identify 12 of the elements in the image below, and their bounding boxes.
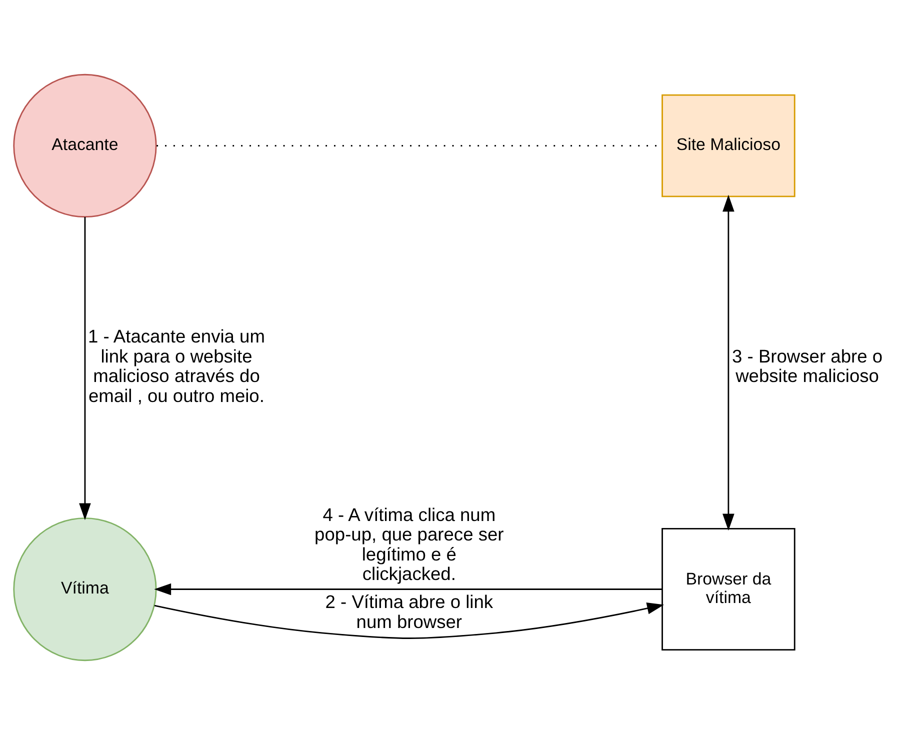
edge-label: 1 - Atacante envia um link para o website malicioso através do email , ou outro meio. — [88, 326, 265, 406]
edge-label: 4 - A vítima clica num pop-up, que parece ser legítimo e é clickjacked. — [314, 504, 504, 584]
arrow — [79, 216, 91, 520]
node-circle: Vítima — [13, 517, 157, 662]
edge-label: 2 - Vítima abre o link num browser — [325, 591, 494, 632]
node-box: Browser da vítima — [662, 528, 796, 651]
edge-label: 3 - Browser abre o website malicioso — [732, 345, 883, 386]
node-circle: Atacante — [13, 74, 157, 218]
arrow — [722, 194, 734, 531]
node-box: Site Malicioso — [662, 94, 796, 198]
arrow — [154, 583, 662, 596]
arrow — [154, 602, 664, 639]
